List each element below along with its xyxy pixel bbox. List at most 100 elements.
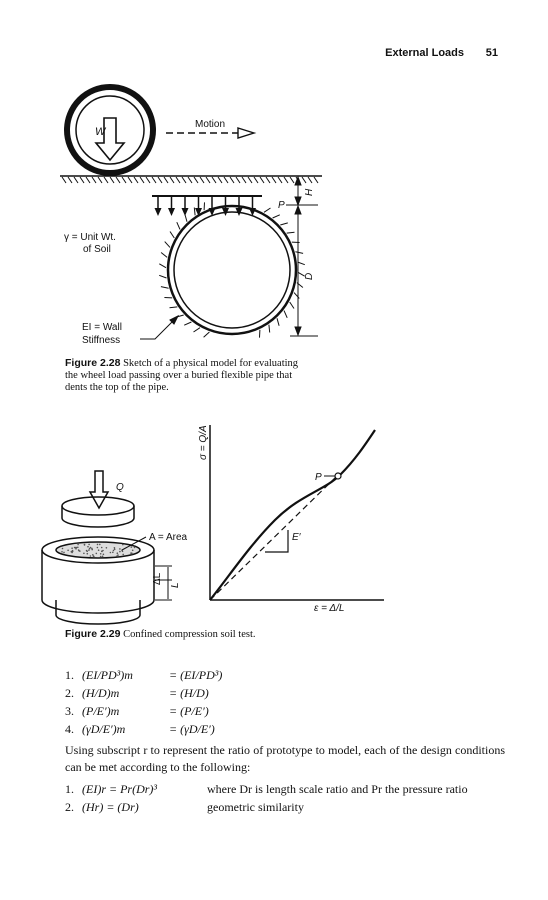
- pipe-hatch-mark: [160, 286, 169, 289]
- condition-description: where Dr is length scale ratio and Pr th…: [207, 782, 468, 796]
- soil-dot: [86, 552, 89, 555]
- pipe-hatch-mark: [283, 310, 288, 319]
- figure-2-29-caption: Figure 2.29 Confined compression soil te…: [65, 628, 255, 641]
- hatch-mark: [85, 176, 91, 184]
- soil-dot: [113, 548, 116, 550]
- L-label: L: [170, 582, 181, 588]
- stress-strain-curve: [209, 429, 376, 601]
- soil-dot: [89, 555, 92, 557]
- hatch-mark: [253, 176, 259, 184]
- page-number: 51: [485, 47, 498, 59]
- pipe-hatch-mark: [268, 324, 271, 333]
- hatch-mark: [109, 176, 115, 184]
- equation-right: = (EI/PD³): [169, 668, 223, 682]
- gamma-label-2: of Soil: [83, 244, 111, 255]
- pipe-hatch-mark: [160, 252, 168, 258]
- load-arrow-head: [154, 208, 162, 216]
- piston: [61, 470, 135, 528]
- soil-dot: [102, 553, 105, 556]
- E-prime-label: E′: [292, 532, 302, 543]
- soil-dot: [100, 546, 103, 549]
- D-label: D: [304, 273, 315, 280]
- epsilon-label: ε = Δ/L: [314, 603, 344, 614]
- modulus-triangle: [265, 530, 289, 553]
- hatch-mark: [175, 176, 181, 184]
- equation-3: 3. (P/E′)m = (P/E′): [65, 704, 209, 719]
- hatch-mark: [313, 176, 319, 184]
- hatch-mark: [145, 176, 151, 184]
- cylinder-dimensions: [155, 565, 172, 601]
- wheel: [64, 84, 156, 176]
- soil-dot: [95, 552, 98, 555]
- pipe-hatch-mark: [184, 214, 188, 222]
- soil-dot: [91, 548, 93, 551]
- pipe-hatch-mark: [263, 207, 271, 213]
- figure-2-28-number: Figure 2.28: [65, 357, 121, 369]
- wheel-label: W: [95, 126, 107, 138]
- soil-dot: [96, 543, 99, 546]
- soil-dot: [91, 547, 93, 550]
- pipe-hatch-mark: [159, 263, 167, 269]
- soil-dot: [99, 553, 102, 555]
- hatch-mark: [265, 176, 271, 184]
- equation-left: (EI/PD³)m: [82, 668, 133, 682]
- equation-4: 4. (γD/E′)m = (γD/E′): [65, 722, 215, 737]
- hatch-mark: [61, 176, 67, 184]
- soil-dot: [97, 549, 100, 551]
- equation-number: 4.: [65, 722, 74, 736]
- hatch-mark: [121, 176, 127, 184]
- pipe-hatch-mark: [276, 318, 280, 326]
- soil-dots: [61, 543, 136, 558]
- hatch-mark: [139, 176, 145, 184]
- pipe-hatch-mark: [297, 261, 305, 266]
- hatch-mark: [193, 176, 199, 184]
- figure-2-29-caption-text: Confined compression soil test.: [123, 629, 256, 640]
- soil-dot: [78, 549, 80, 552]
- soil-dot: [119, 550, 121, 553]
- hatch-mark: [307, 176, 313, 184]
- soil-dot: [89, 546, 92, 549]
- hatch-mark: [301, 176, 307, 184]
- hatch-mark: [115, 176, 121, 184]
- soil-dot: [86, 550, 88, 553]
- soil-dot: [77, 543, 79, 546]
- pipe-hatch-mark: [295, 251, 304, 254]
- soil-dot: [83, 552, 85, 555]
- H-label: H: [304, 188, 315, 196]
- hatch-mark: [103, 176, 109, 184]
- soil-dot: [96, 546, 99, 549]
- gamma-label-1: γ = Unit Wt.: [64, 232, 116, 243]
- soil-dot: [101, 555, 104, 558]
- hatch-mark: [79, 176, 85, 184]
- pipe-hatch-mark: [286, 231, 295, 234]
- figure-2-29-diagram: Q A = Area ΔL L σ = Q/A E′ P ε = Δ/L: [41, 425, 384, 625]
- hatch-mark: [97, 176, 103, 184]
- motion-label: Motion: [195, 119, 225, 130]
- soil-dot: [133, 546, 136, 549]
- soil-dot: [102, 549, 104, 552]
- chapter-title: External Loads: [385, 47, 464, 59]
- pipe-hatch-mark: [297, 271, 305, 277]
- hatch-mark: [283, 176, 289, 184]
- load-arrow-head: [181, 208, 189, 216]
- pipe-hatch-mark: [164, 241, 171, 248]
- soil-dot: [92, 554, 94, 556]
- equation-number: 3.: [65, 704, 74, 718]
- figure-2-28-caption: Figure 2.28 Sketch of a physical model f…: [65, 357, 365, 394]
- body-paragraph: Using subscript r to represent the ratio…: [65, 743, 505, 774]
- hatch-mark: [157, 176, 163, 184]
- soil-dot: [117, 554, 119, 556]
- pipe-hatch-mark: [169, 231, 175, 239]
- hatch-mark: [181, 176, 187, 184]
- soil-dot: [116, 552, 119, 554]
- hatch-mark: [199, 176, 205, 184]
- soil-dot: [116, 555, 118, 557]
- condition-description: geometric similarity: [207, 800, 304, 814]
- soil-dot: [71, 547, 73, 549]
- delta-L-label: ΔL: [152, 572, 163, 585]
- soil-dot: [83, 543, 86, 546]
- hatch-mark: [211, 176, 217, 184]
- ei-label-2: Stiffness: [82, 335, 120, 346]
- condition-2: 2. (Hr) = (Dr) geometric similarity: [65, 800, 304, 815]
- soil-dot: [130, 552, 133, 555]
